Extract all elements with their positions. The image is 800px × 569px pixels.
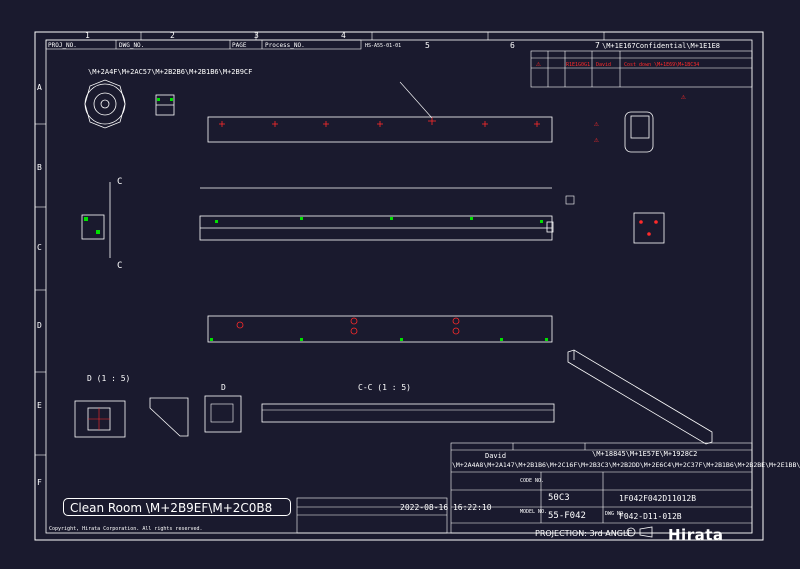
detail-d-label: D	[221, 383, 226, 392]
col-label: 6	[510, 41, 515, 50]
row-labels: A B C D E F	[37, 83, 42, 487]
col-label: 2	[170, 31, 175, 40]
revision-table	[530, 50, 753, 88]
title-block	[296, 442, 753, 534]
drawing-no: 1F042F042D11012B	[619, 494, 696, 503]
outer-frame	[34, 31, 764, 541]
col-label: 7	[595, 41, 600, 50]
row-label: A	[37, 83, 42, 92]
row-label: B	[37, 163, 42, 172]
right-section-holes	[639, 220, 658, 236]
confidential-label: \M+1E167Confidential\M+1E1E8	[602, 42, 720, 50]
detail-d-box	[204, 395, 242, 433]
revision-by: David	[596, 62, 611, 68]
warning-icon: ⚠	[681, 92, 686, 101]
column-labels: 1 2 3 4 5 6 7	[85, 31, 600, 50]
col-label: 5	[425, 41, 430, 50]
column-ticks	[35, 32, 605, 456]
row-label: E	[37, 401, 42, 410]
revision-code: R1E1G0G1	[566, 62, 590, 68]
bottom-bar-holes	[236, 317, 460, 335]
warning-icon: ⚠	[594, 135, 599, 144]
dwg-no-label: DWG_NO.	[119, 42, 144, 49]
projection-icon	[626, 526, 653, 538]
section-c-label: C	[117, 261, 122, 271]
section-markers	[84, 217, 543, 234]
right-section-view	[633, 212, 665, 244]
inner-frame	[45, 39, 753, 534]
projection-label: PROJECTION: 3rd ANGLE	[535, 529, 633, 538]
detail-d-view	[74, 397, 189, 438]
proj-no-label: PROJ_NO.	[48, 42, 77, 49]
row-label: D	[37, 321, 42, 330]
bottom-bar-markers	[210, 338, 548, 341]
dwg-value: F042-D11-012B	[619, 512, 682, 521]
gear-part-view	[84, 79, 175, 129]
revision-mark-icon: ⚠	[536, 59, 541, 68]
row-label: F	[37, 478, 42, 487]
header-strip	[45, 39, 362, 50]
detail-d-title: D (1 : 5)	[87, 374, 130, 383]
detail-d-redlines	[88, 408, 110, 430]
datum-box	[565, 195, 575, 205]
main-note: \M+2A4F\M+2AC57\M+2B2B6\M+2B1B6\M+2B9CF	[88, 68, 252, 76]
company-logo: Hirata	[668, 526, 724, 544]
model-value: 55-F042	[548, 511, 586, 521]
designer-name: David	[485, 452, 506, 460]
small-code: HS-A55-01-01	[365, 43, 401, 49]
clean-room-badge: Clean Room \M+2B9EF\M+2C0B8	[63, 498, 291, 516]
code-value: 50C3	[548, 493, 570, 503]
title-note: \M+2A4A8\M+2A147\M+2B1B6\M+2C16F\M+2B3C3…	[452, 461, 800, 469]
revision-text: Cost down \M+1E69\M+1BC34	[624, 62, 699, 68]
warning-icon: ⚠	[594, 119, 599, 128]
model-label: MODEL NO.	[520, 509, 547, 515]
title-code: \M+18845\M+1E57E\M+1928C2	[592, 450, 697, 458]
isometric-rail	[567, 349, 713, 445]
gear-markers	[157, 98, 173, 101]
col-label: 4	[341, 31, 346, 40]
col-label: 1	[85, 31, 90, 40]
top-bar-view	[207, 116, 553, 143]
copyright: Copyright, Hirata Corporation. All right…	[49, 526, 203, 532]
datetime: 2022-08-16 16:22:10	[400, 503, 492, 512]
page-label: PAGE	[232, 42, 247, 49]
code-label: CODE NO.	[520, 478, 544, 484]
dwg-label: DWG NO.	[605, 511, 626, 517]
section-c-view	[81, 182, 554, 258]
section-c-label: C	[117, 177, 122, 187]
section-cc-title: C-C (1 : 5)	[358, 383, 411, 392]
col-label: 3	[254, 31, 259, 40]
top-bar-holes	[219, 117, 540, 127]
process-no-label: Process_NO.	[265, 42, 305, 49]
row-label: C	[37, 243, 42, 252]
bottom-bar-view	[207, 315, 553, 343]
section-cc-view	[261, 403, 555, 423]
small-right-part	[624, 111, 654, 153]
leader-line	[399, 81, 433, 119]
